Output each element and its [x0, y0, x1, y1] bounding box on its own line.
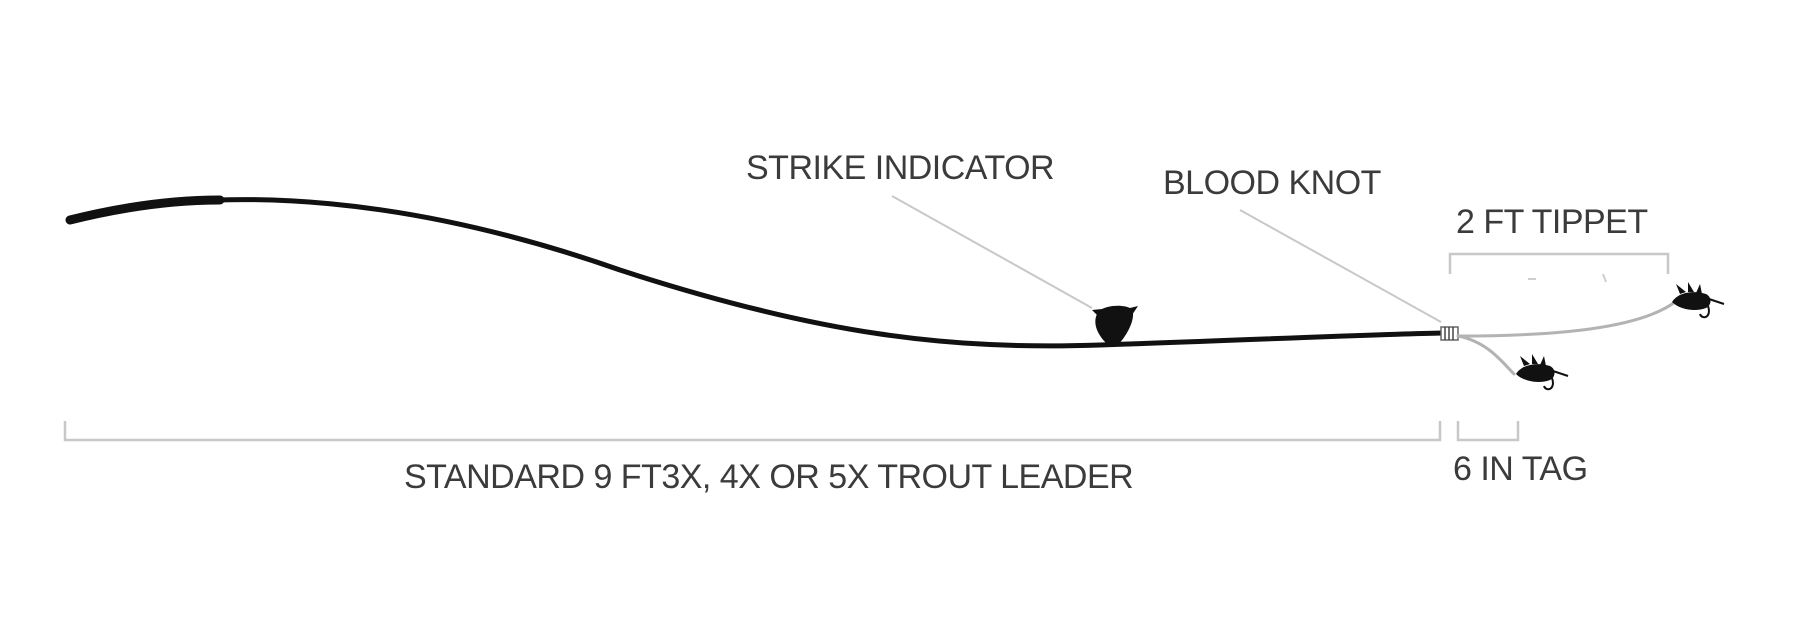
tag-line [1456, 334, 1516, 376]
tuft-indicator-icon [1092, 305, 1138, 345]
tag-bracket [1456, 421, 1520, 442]
leader-bracket [63, 421, 1442, 442]
tag-label: 6 IN TAG [1453, 450, 1588, 488]
nymph-fly-icon [1672, 282, 1725, 319]
tippet-line [1456, 300, 1677, 338]
leader-label: STANDARD 9 FT3X, 4X OR 5X TROUT LEADER [404, 458, 1134, 496]
tippet-bracket [1448, 252, 1670, 274]
leader-butt-thickening [65, 195, 225, 225]
tippet-faint-marks [1528, 273, 1607, 283]
tippet-label: 2 FT TIPPET [1456, 203, 1648, 241]
strike-indicator-pointer [891, 195, 1093, 309]
strike-indicator-label: STRIKE INDICATOR [746, 149, 1055, 187]
nymph-fly-icon [1516, 354, 1569, 391]
blood-knot-label: BLOOD KNOT [1163, 164, 1381, 202]
knot-coil-icon [1440, 326, 1459, 341]
leader-line [67, 197, 1446, 349]
blood-knot-pointer [1239, 209, 1442, 323]
